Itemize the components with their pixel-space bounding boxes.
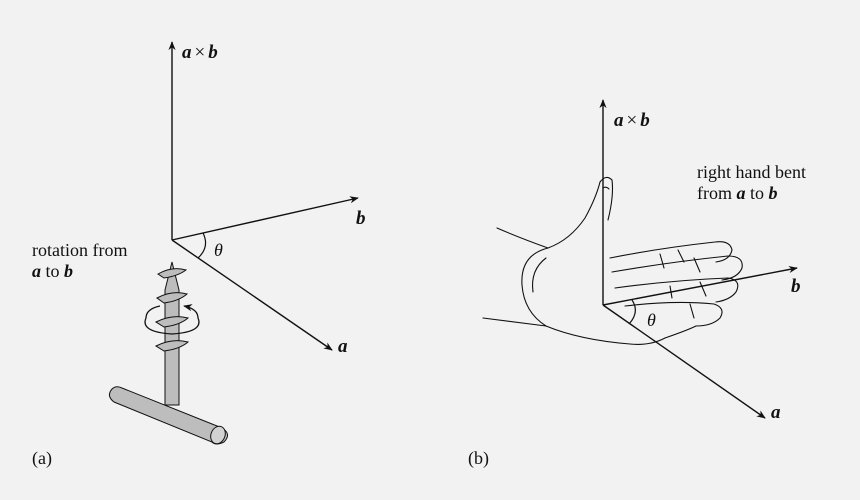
cross-symbol: × xyxy=(195,42,206,63)
label-a-cross-b: a×b xyxy=(614,110,650,131)
vec-b: b xyxy=(769,183,778,203)
theta-arc xyxy=(628,299,636,325)
label-b: b xyxy=(791,276,801,297)
label-a: a xyxy=(338,336,348,357)
rotation-label-line2: a to b xyxy=(32,261,73,281)
label-theta: θ xyxy=(647,310,656,330)
label-theta: θ xyxy=(214,240,223,260)
axis-b xyxy=(602,265,798,306)
hand-illustration xyxy=(482,176,743,345)
vec-a: a xyxy=(32,261,41,281)
vec-a: a xyxy=(182,42,192,63)
cross-symbol: × xyxy=(627,110,638,131)
panel-a: a×b b a θ rotation from a to b (a) xyxy=(32,41,366,469)
from-word: from xyxy=(697,183,737,203)
label-a-cross-b: a×b xyxy=(182,42,218,63)
axis-b xyxy=(171,196,359,241)
vec-a: a xyxy=(737,183,746,203)
axis-a xyxy=(171,239,333,351)
caption-b: (b) xyxy=(468,448,489,469)
hand-label-line2: from a to b xyxy=(697,183,778,203)
vec-a: a xyxy=(614,110,624,131)
vec-b: b xyxy=(208,42,218,63)
vec-b: b xyxy=(64,261,73,281)
to-word: to xyxy=(746,183,769,203)
to-word: to xyxy=(41,261,64,281)
label-b: b xyxy=(356,208,366,229)
caption-a: (a) xyxy=(32,448,52,469)
axis-a xyxy=(602,304,766,419)
theta-arc xyxy=(197,232,207,259)
panel-b: a×b b a θ right hand bent from a to b (b… xyxy=(468,99,806,469)
vec-b: b xyxy=(640,110,650,131)
screw-illustration xyxy=(108,261,228,445)
rotation-label-line1: rotation from xyxy=(32,240,127,260)
hand-label-line1: right hand bent xyxy=(697,162,806,182)
label-a: a xyxy=(771,402,781,423)
